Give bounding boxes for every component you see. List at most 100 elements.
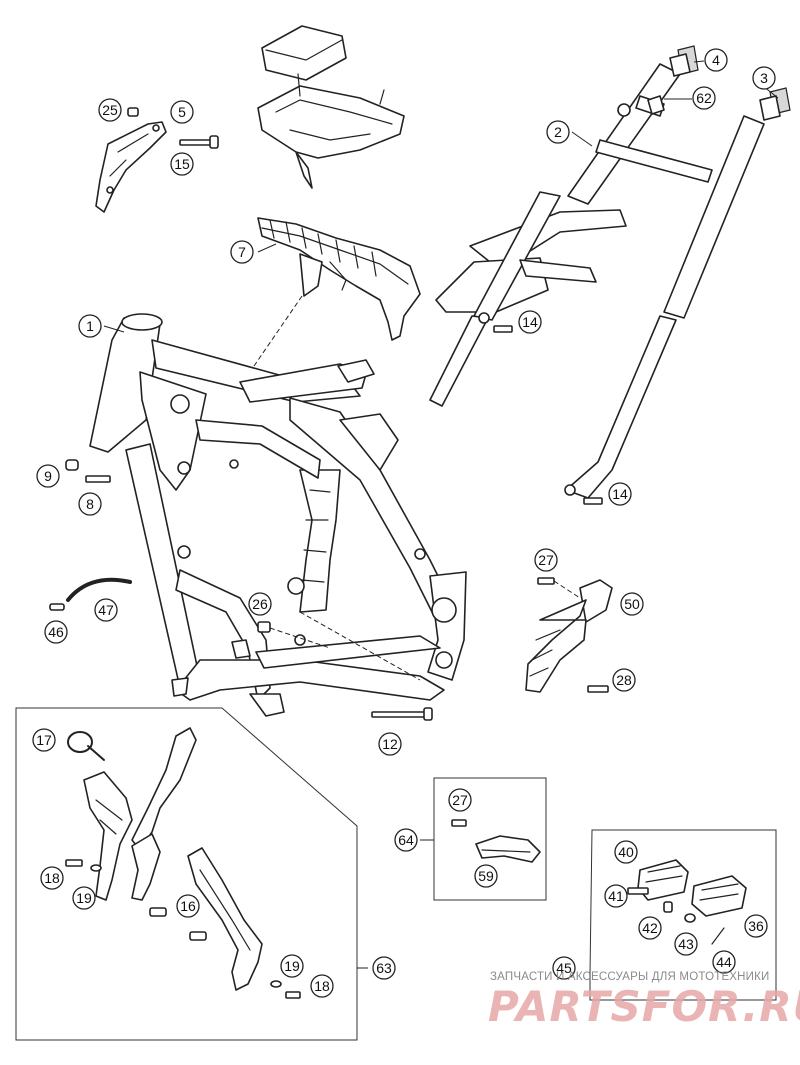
callout-64[interactable]: 64 — [394, 828, 418, 852]
svg-text:19: 19 — [284, 958, 300, 974]
bolt-27a — [537, 577, 555, 585]
callout-45[interactable]: 45 — [552, 956, 576, 980]
svg-text:45: 45 — [556, 960, 572, 976]
svg-text:8: 8 — [86, 496, 94, 512]
bolt-8 — [85, 475, 111, 483]
callout-28[interactable]: 28 — [612, 668, 636, 692]
callout-42[interactable]: 42 — [638, 916, 662, 940]
callout-2[interactable]: 2 — [546, 120, 570, 144]
washer-19a — [90, 864, 102, 872]
callout-14-upper[interactable]: 14 — [518, 310, 542, 334]
svg-text:15: 15 — [174, 156, 190, 172]
spacer-16b — [189, 931, 207, 941]
subframe-cap-4 — [669, 45, 699, 77]
callout-18-right[interactable]: 18 — [310, 974, 334, 998]
callout-3[interactable]: 3 — [752, 66, 776, 90]
chain-slider — [475, 835, 541, 863]
alignment-line-7 — [253, 295, 303, 367]
nut-9 — [65, 459, 79, 471]
callout-44[interactable]: 44 — [712, 950, 736, 974]
callout-4[interactable]: 4 — [704, 48, 728, 72]
svg-text:36: 36 — [748, 918, 764, 934]
bolt-14a — [493, 325, 513, 333]
screw-18a — [65, 859, 83, 867]
callout-8[interactable]: 8 — [78, 492, 102, 516]
callout-17[interactable]: 17 — [32, 728, 56, 752]
callout-47[interactable]: 47 — [94, 598, 118, 622]
svg-text:17: 17 — [36, 732, 52, 748]
svg-text:9: 9 — [44, 468, 52, 484]
subframe — [429, 63, 765, 499]
callout-26[interactable]: 26 — [248, 592, 272, 616]
bolt-26 — [257, 621, 271, 633]
spacer-16 — [149, 907, 167, 917]
callout-15[interactable]: 15 — [170, 152, 194, 176]
svg-text:46: 46 — [48, 624, 64, 640]
callout-36[interactable]: 36 — [744, 914, 768, 938]
callout-9[interactable]: 9 — [36, 464, 60, 488]
main-frame — [89, 313, 467, 717]
chain-guide-group-box — [433, 777, 547, 901]
svg-text:44: 44 — [716, 954, 732, 970]
frame-protector-right — [187, 847, 263, 991]
alignment-line-27 — [553, 580, 581, 599]
washer-43 — [684, 913, 696, 923]
subframe-cap-3 — [759, 87, 791, 121]
footpeg-group-box — [589, 829, 777, 1001]
clip-46 — [49, 603, 65, 611]
nut-25 — [127, 107, 139, 117]
callout-19-left[interactable]: 19 — [72, 886, 96, 910]
callout-16[interactable]: 16 — [176, 894, 200, 918]
alignment-line-26 — [269, 627, 331, 649]
svg-text:5: 5 — [178, 104, 186, 120]
svg-text:7: 7 — [238, 244, 246, 260]
callout-27-lower[interactable]: 27 — [448, 788, 472, 812]
callout-40[interactable]: 40 — [614, 840, 638, 864]
chain-guide — [525, 579, 613, 693]
callout-63[interactable]: 63 — [372, 956, 396, 980]
callout-50[interactable]: 50 — [620, 592, 644, 616]
svg-text:18: 18 — [44, 870, 60, 886]
frame-protector-left — [83, 727, 197, 901]
svg-text:4: 4 — [712, 52, 720, 68]
callout-5[interactable]: 5 — [170, 100, 194, 124]
callout-41[interactable]: 41 — [604, 884, 628, 908]
svg-text:18: 18 — [314, 978, 330, 994]
callout-25[interactable]: 25 — [98, 98, 122, 122]
callout-46[interactable]: 46 — [44, 620, 68, 644]
svg-text:27: 27 — [452, 792, 468, 808]
svg-text:42: 42 — [642, 920, 658, 936]
callout-7[interactable]: 7 — [230, 240, 254, 264]
callout-19-right[interactable]: 19 — [280, 954, 304, 978]
screw-18b — [285, 991, 301, 999]
callout-18-left[interactable]: 18 — [40, 866, 64, 890]
svg-text:19: 19 — [76, 890, 92, 906]
cotter-44 — [711, 927, 725, 945]
svg-text:63: 63 — [376, 960, 392, 976]
bracket-5 — [95, 121, 167, 213]
callout-27-upper[interactable]: 27 — [534, 548, 558, 572]
callout-14-lower[interactable]: 14 — [608, 482, 632, 506]
svg-text:14: 14 — [612, 486, 628, 502]
svg-text:2: 2 — [554, 124, 562, 140]
footpeg-36 — [691, 875, 747, 917]
fastener-62 — [647, 95, 665, 115]
frame-protector-group-box — [15, 707, 358, 1041]
svg-text:47: 47 — [98, 602, 114, 618]
svg-text:3: 3 — [760, 70, 768, 86]
svg-text:62: 62 — [696, 90, 712, 106]
cable-tie-17 — [67, 731, 105, 761]
svg-text:64: 64 — [398, 832, 414, 848]
callout-43[interactable]: 43 — [674, 932, 698, 956]
svg-text:16: 16 — [180, 898, 196, 914]
callout-1[interactable]: 1 — [78, 314, 102, 338]
callout-59[interactable]: 59 — [474, 864, 498, 888]
callout-62[interactable]: 62 — [692, 86, 716, 110]
svg-text:41: 41 — [608, 888, 624, 904]
callout-12[interactable]: 12 — [378, 732, 402, 756]
spring-42 — [663, 901, 673, 913]
svg-text:43: 43 — [678, 936, 694, 952]
bolt-27b — [451, 819, 467, 827]
bolt-12 — [371, 707, 433, 721]
